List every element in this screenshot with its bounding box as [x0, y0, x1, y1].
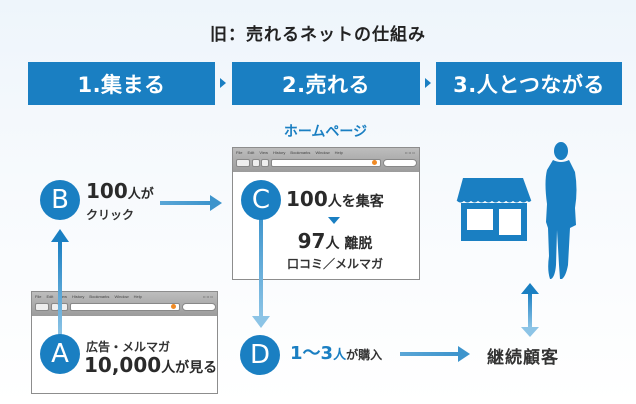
- double-arrow-outcome-to-connect: [521, 283, 539, 337]
- node-c-line3: 口コミ／メルマガ: [286, 257, 383, 271]
- window-buttons-icon: ▫▫▫: [202, 294, 214, 299]
- store-icon: [456, 178, 532, 241]
- back-forward-icon: [236, 159, 250, 167]
- node-c-line2: 97人 離脱: [297, 229, 373, 253]
- person-silhouette-icon: [545, 142, 577, 279]
- step-1-gather: 1.集まる: [28, 62, 215, 105]
- reload-icon: [252, 159, 260, 167]
- node-b-circle: B: [40, 180, 80, 220]
- node-a-line2: 10,000人が見る: [84, 353, 218, 377]
- window-buttons-icon: ▫▫▫: [404, 150, 416, 155]
- back-forward-icon: [35, 303, 49, 311]
- diagram-title: 旧：売れるネットの仕組み: [210, 25, 426, 45]
- node-b-text: 100人が クリック: [86, 179, 154, 222]
- down-triangle-icon: [328, 217, 340, 224]
- arrow-b-to-c: [160, 195, 222, 211]
- rss-icon: [372, 160, 377, 165]
- step-2-sell: 2.売れる: [232, 62, 420, 105]
- url-bar: [70, 303, 180, 311]
- url-bar: [271, 159, 381, 167]
- outcome-repeat-customers: 継続顧客: [487, 348, 559, 368]
- arrow-a-to-b: [51, 229, 69, 335]
- node-c-line1: 100人を集客: [286, 187, 384, 211]
- home-icon: [261, 159, 269, 167]
- step-arrow-icon: [425, 78, 431, 88]
- search-bar: [182, 303, 216, 311]
- step-3-connect: 3.人とつながる: [436, 62, 622, 105]
- node-d-text: 1〜3人が購入: [290, 343, 383, 364]
- step-arrow-icon: [220, 78, 226, 88]
- homepage-label: ホームページ: [283, 124, 368, 140]
- node-a-circle: A: [40, 334, 80, 374]
- arrow-c-to-d: [252, 215, 270, 328]
- rss-icon: [171, 304, 176, 309]
- arrow-d-to-outcome: [400, 346, 470, 362]
- node-a-line1: 広告・メルマガ: [86, 340, 171, 354]
- search-bar: [383, 159, 417, 167]
- node-c-circle: C: [241, 180, 281, 220]
- node-d-circle: D: [240, 335, 280, 375]
